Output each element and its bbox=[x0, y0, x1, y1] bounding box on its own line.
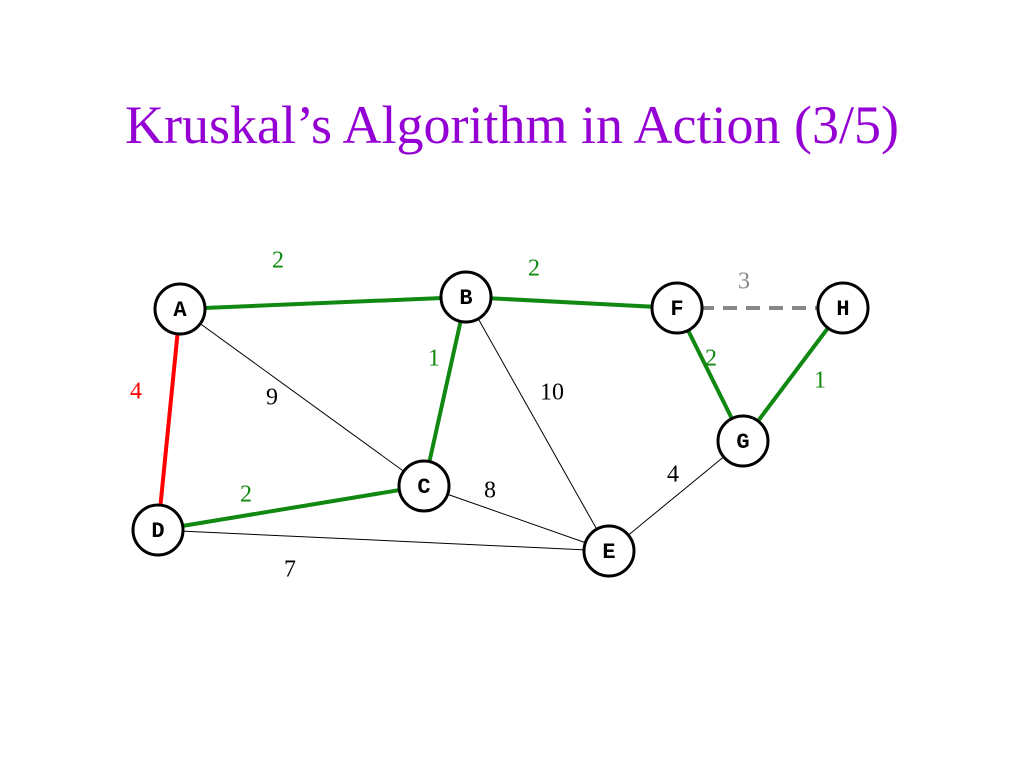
node-label-e: E bbox=[602, 540, 615, 565]
slide-title: Kruskal’s Algorithm in Action (3/5) bbox=[125, 95, 899, 155]
node-circle-d bbox=[131, 503, 185, 557]
node-label-h: H bbox=[836, 297, 849, 322]
node-a: A bbox=[153, 282, 207, 336]
edge-weight-f-h: 3 bbox=[738, 269, 750, 295]
nodes-layer: A B C D E F G H bbox=[131, 270, 870, 578]
edge-weight-d-c: 2 bbox=[240, 482, 252, 508]
node-label-a: A bbox=[173, 298, 187, 323]
edge-g-e bbox=[608, 440, 744, 552]
edge-weight-b-e: 10 bbox=[540, 380, 564, 406]
edge-weight-a-c: 9 bbox=[266, 385, 278, 411]
edge-weight-a-b: 2 bbox=[272, 248, 284, 274]
node-circle-b bbox=[439, 270, 493, 324]
edge-h-g bbox=[741, 306, 845, 443]
edge-weight-d-e: 7 bbox=[284, 557, 296, 583]
node-circle-h bbox=[816, 281, 870, 335]
edge-a-d bbox=[156, 308, 182, 531]
node-d: D bbox=[131, 503, 185, 557]
edge-weight-b-f: 2 bbox=[528, 256, 540, 282]
node-circle-a bbox=[153, 282, 207, 336]
edge-weight-f-g: 2 bbox=[705, 346, 717, 372]
edge-b-c bbox=[422, 296, 468, 487]
edge-b-e bbox=[465, 296, 610, 552]
edge-d-c bbox=[157, 484, 425, 532]
node-label-g: G bbox=[736, 430, 749, 455]
edge-a-c bbox=[179, 308, 425, 487]
edge-c-e bbox=[423, 485, 610, 552]
node-circle-f bbox=[650, 281, 704, 335]
node-b: B bbox=[439, 270, 493, 324]
edge-weight-c-e: 8 bbox=[484, 478, 496, 504]
node-f: F bbox=[650, 281, 704, 335]
node-label-b: B bbox=[459, 286, 472, 311]
node-c: C bbox=[397, 459, 451, 513]
edge-b-f bbox=[465, 295, 678, 310]
node-circle-e bbox=[582, 524, 636, 578]
node-label-d: D bbox=[151, 519, 164, 544]
node-label-f: F bbox=[670, 297, 683, 322]
node-circle-g bbox=[716, 414, 770, 468]
edge-weight-b-c: 1 bbox=[428, 346, 440, 372]
edge-weight-h-g: 1 bbox=[814, 368, 826, 394]
node-label-c: C bbox=[417, 475, 430, 500]
node-h: H bbox=[816, 281, 870, 335]
edge-d-e bbox=[157, 529, 610, 552]
node-circle-c bbox=[397, 459, 451, 513]
edge-weight-g-e: 4 bbox=[667, 462, 679, 488]
node-e: E bbox=[582, 524, 636, 578]
edge-a-b bbox=[179, 295, 467, 311]
node-g: G bbox=[716, 414, 770, 468]
edge-weight-a-d: 4 bbox=[130, 379, 142, 405]
